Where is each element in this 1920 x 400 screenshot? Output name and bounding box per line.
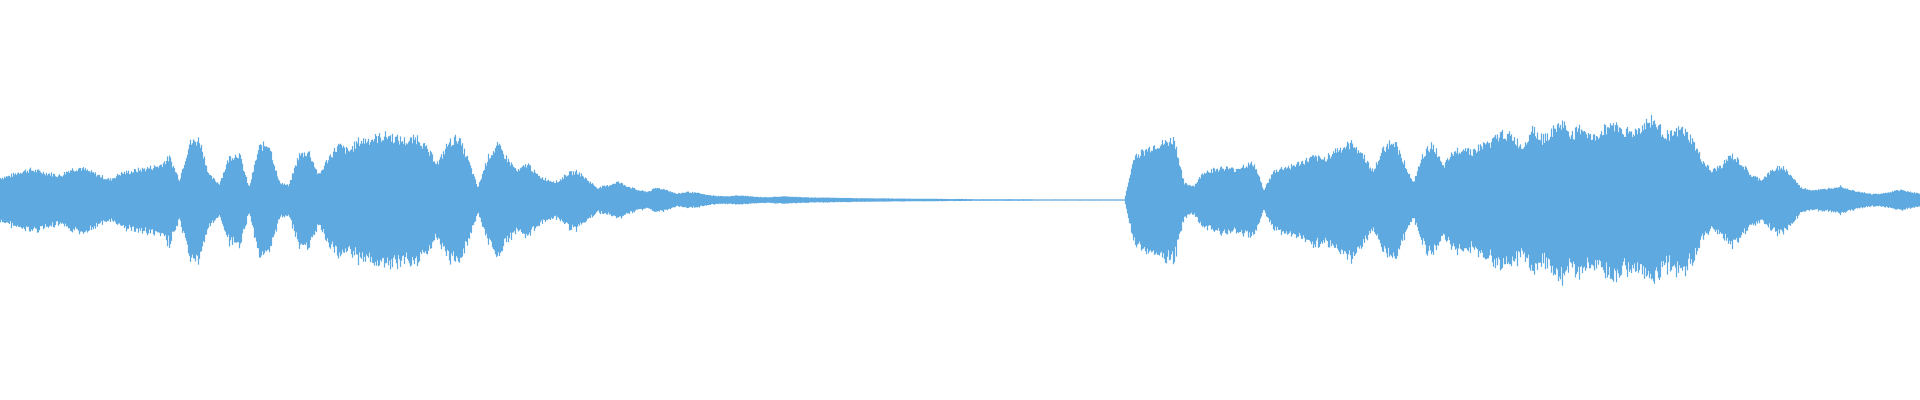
waveform-bars: [0, 115, 1920, 286]
